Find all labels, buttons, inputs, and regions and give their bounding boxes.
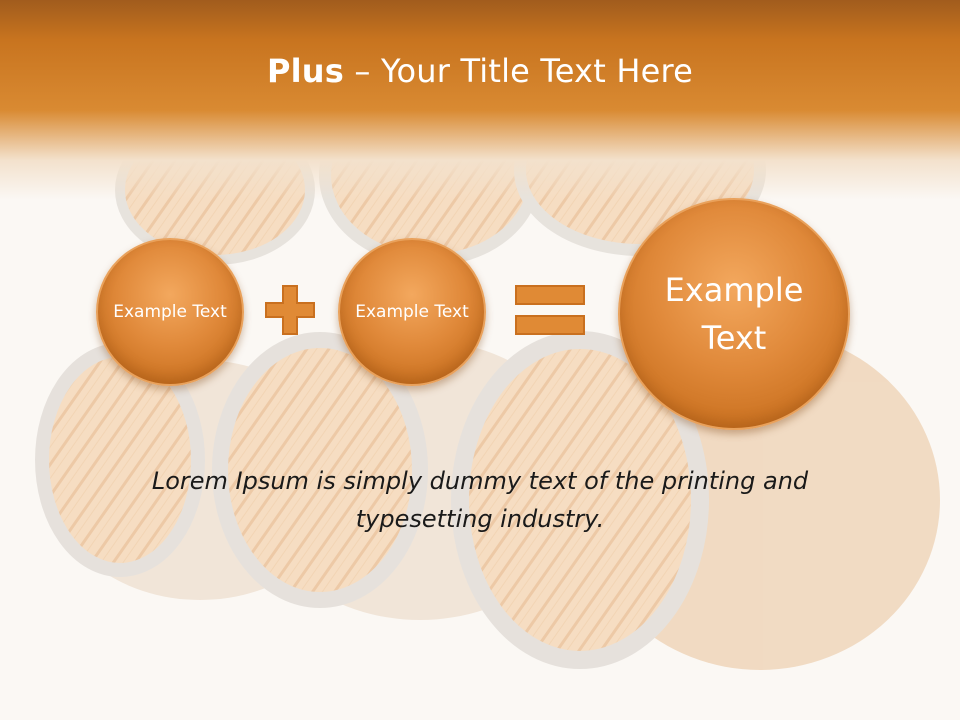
example-circle-result[interactable]: Example Text bbox=[618, 198, 850, 430]
equals-icon bbox=[515, 285, 585, 335]
slide-title: Plus – Your Title Text Here bbox=[0, 52, 960, 90]
body-text: Lorem Ipsum is simply dummy text of the … bbox=[151, 467, 809, 533]
example-circle-middle[interactable]: Example Text bbox=[338, 238, 486, 386]
title-bold: Plus bbox=[266, 52, 345, 90]
circle-middle-label: Example Text bbox=[355, 302, 469, 322]
plus-icon bbox=[265, 285, 315, 335]
circle-left-label: Example Text bbox=[113, 302, 227, 322]
title-rest: – Your Title Text Here bbox=[344, 52, 694, 90]
circle-result-label: Example Text bbox=[664, 271, 804, 357]
example-circle-left[interactable]: Example Text bbox=[96, 238, 244, 386]
title-banner bbox=[0, 0, 960, 200]
